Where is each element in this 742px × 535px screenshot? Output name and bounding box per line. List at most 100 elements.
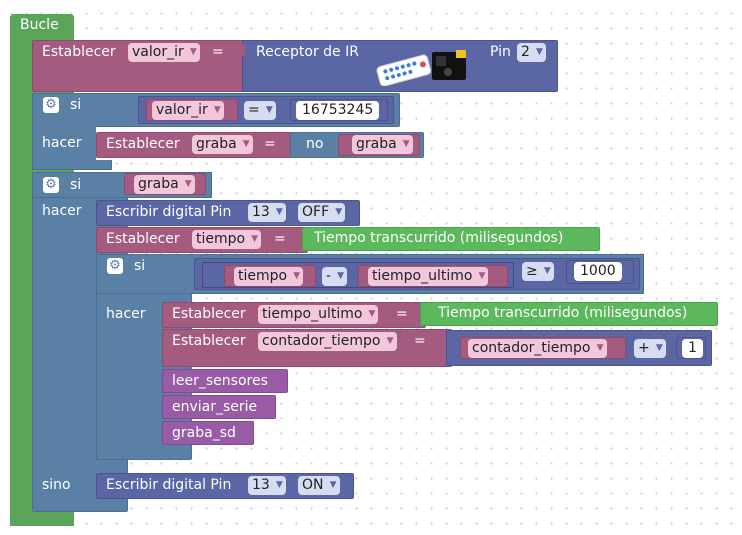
- digital-state-dropdown[interactable]: ON ▼: [298, 476, 340, 495]
- set-label: Establecer: [172, 333, 246, 349]
- call-enviar-serie[interactable]: [162, 395, 276, 419]
- pin-value: 13: [252, 477, 270, 493]
- chevron-down-icon: ▼: [386, 336, 394, 346]
- gear-icon[interactable]: ⚙: [107, 258, 123, 274]
- digital-write-label: Escribir digital Pin: [106, 477, 232, 493]
- operator: =: [248, 102, 260, 118]
- do-label: hacer: [106, 306, 146, 322]
- var-dropdown-graba-get[interactable]: graba ▼: [352, 135, 413, 154]
- number-value[interactable]: 1: [682, 339, 703, 358]
- set-label: Establecer: [106, 231, 180, 247]
- operator: ≥: [526, 263, 538, 279]
- var-dropdown-tiempo-ultimo[interactable]: tiempo_ultimo ▼: [258, 305, 379, 324]
- chevron-down-icon: ▼: [337, 271, 345, 281]
- chevron-down-icon: ▼: [368, 309, 376, 319]
- chevron-down-icon: ▼: [265, 105, 273, 115]
- var-dropdown-contador-tiempo-get[interactable]: contador_tiempo ▼: [468, 339, 607, 358]
- ir-receiver-image: [376, 50, 466, 86]
- var-name: valor_ir: [132, 44, 184, 60]
- procedure-label: leer_sensores: [172, 373, 268, 389]
- chevron-down-icon: ▼: [402, 139, 410, 149]
- var-name: graba: [138, 176, 179, 192]
- if-block-ir-spine: [32, 126, 96, 166]
- compare-operator-dropdown[interactable]: = ▼: [244, 101, 276, 120]
- var-dropdown-graba[interactable]: graba ▼: [192, 135, 253, 154]
- if-block-ir-footer: [32, 160, 112, 170]
- var-dropdown-valor-ir[interactable]: valor_ir ▼: [128, 43, 200, 62]
- var-dropdown-graba-cond[interactable]: graba ▼: [134, 175, 195, 194]
- pin-dropdown[interactable]: 2 ▼: [517, 43, 546, 62]
- compare-operator-dropdown[interactable]: ≥ ▼: [522, 262, 554, 281]
- digital-pin-dropdown[interactable]: 13 ▼: [248, 476, 286, 495]
- chevron-down-icon: ▼: [242, 139, 250, 149]
- loop-header: [10, 14, 74, 38]
- chevron-down-icon: ▼: [251, 234, 259, 244]
- var-name: graba: [196, 136, 237, 152]
- chevron-down-icon: ▼: [596, 343, 604, 353]
- var-name: contador_tiempo: [472, 340, 591, 356]
- if-label: si: [70, 177, 82, 193]
- var-dropdown-contador-tiempo[interactable]: contador_tiempo ▼: [258, 332, 397, 351]
- operator: -: [326, 268, 332, 284]
- var-dropdown-tiempo[interactable]: tiempo ▼: [192, 230, 262, 249]
- call-graba-sd[interactable]: [162, 421, 254, 445]
- else-label: sino: [42, 477, 71, 493]
- var-name: valor_ir: [156, 102, 208, 118]
- chevron-down-icon: ▼: [275, 207, 283, 217]
- equals-sign: =: [414, 333, 426, 349]
- var-dropdown-tiempo-ultimo-get[interactable]: tiempo_ultimo ▼: [368, 267, 489, 286]
- if-label: si: [134, 258, 146, 274]
- elapsed-time-block[interactable]: [420, 302, 718, 326]
- ir-receiver-label: Receptor de IR: [256, 44, 359, 60]
- set-label: Establecer: [106, 136, 180, 152]
- chevron-down-icon: ▼: [655, 343, 663, 353]
- chevron-down-icon: ▼: [478, 271, 486, 281]
- set-valor-ir-block[interactable]: [32, 40, 246, 92]
- connector-notch: [239, 44, 245, 56]
- minus-operator-dropdown[interactable]: - ▼: [322, 267, 348, 286]
- do-label: hacer: [42, 135, 82, 151]
- digital-pin-dropdown[interactable]: 13 ▼: [248, 203, 286, 222]
- var-name: tiempo: [238, 268, 288, 284]
- var-dropdown-valor-ir-get[interactable]: valor_ir ▼: [152, 101, 224, 120]
- elapsed-time-label: Tiempo transcurrido (milisegundos): [438, 305, 688, 321]
- chevron-down-icon: ▼: [189, 47, 197, 57]
- chevron-down-icon: ▼: [213, 105, 221, 115]
- elapsed-time-block[interactable]: [302, 227, 600, 251]
- chevron-down-icon: ▼: [184, 179, 192, 189]
- number-value[interactable]: 16753245: [296, 101, 380, 120]
- chevron-down-icon: ▼: [335, 207, 343, 217]
- equals-sign: =: [274, 231, 286, 247]
- digital-state-dropdown[interactable]: OFF ▼: [298, 203, 346, 222]
- var-name: graba: [356, 136, 397, 152]
- var-name: tiempo_ultimo: [262, 306, 363, 322]
- chevron-down-icon: ▼: [536, 47, 543, 57]
- loop-label: Bucle: [20, 17, 59, 33]
- chevron-down-icon: ▼: [275, 480, 283, 490]
- chevron-down-icon: ▼: [329, 480, 337, 490]
- var-dropdown-tiempo-get[interactable]: tiempo ▼: [234, 267, 304, 286]
- gear-icon[interactable]: ⚙: [43, 177, 59, 193]
- gear-icon[interactable]: ⚙: [43, 97, 59, 113]
- loop-footer: [10, 512, 74, 526]
- number-value[interactable]: 1000: [574, 262, 622, 281]
- procedure-label: graba_sd: [172, 425, 236, 441]
- equals-sign: =: [264, 136, 276, 152]
- pin-label: Pin: [490, 44, 511, 60]
- chevron-down-icon: ▼: [293, 271, 301, 281]
- not-label: no: [306, 136, 324, 152]
- call-leer-sensores[interactable]: [162, 369, 288, 393]
- add-operator-dropdown[interactable]: + ▼: [634, 339, 666, 358]
- operator: +: [638, 340, 650, 356]
- state-value: OFF: [302, 204, 330, 220]
- set-label: Establecer: [172, 306, 246, 322]
- var-name: tiempo: [196, 231, 246, 247]
- pin-value: 13: [252, 204, 270, 220]
- var-name: contador_tiempo: [262, 333, 381, 349]
- procedure-label: enviar_serie: [172, 399, 258, 415]
- equals-sign: =: [396, 306, 408, 322]
- var-name: tiempo_ultimo: [372, 268, 473, 284]
- elapsed-time-label: Tiempo transcurrido (milisegundos): [314, 230, 564, 246]
- equals-sign: =: [212, 44, 224, 60]
- digital-write-label: Escribir digital Pin: [106, 204, 232, 220]
